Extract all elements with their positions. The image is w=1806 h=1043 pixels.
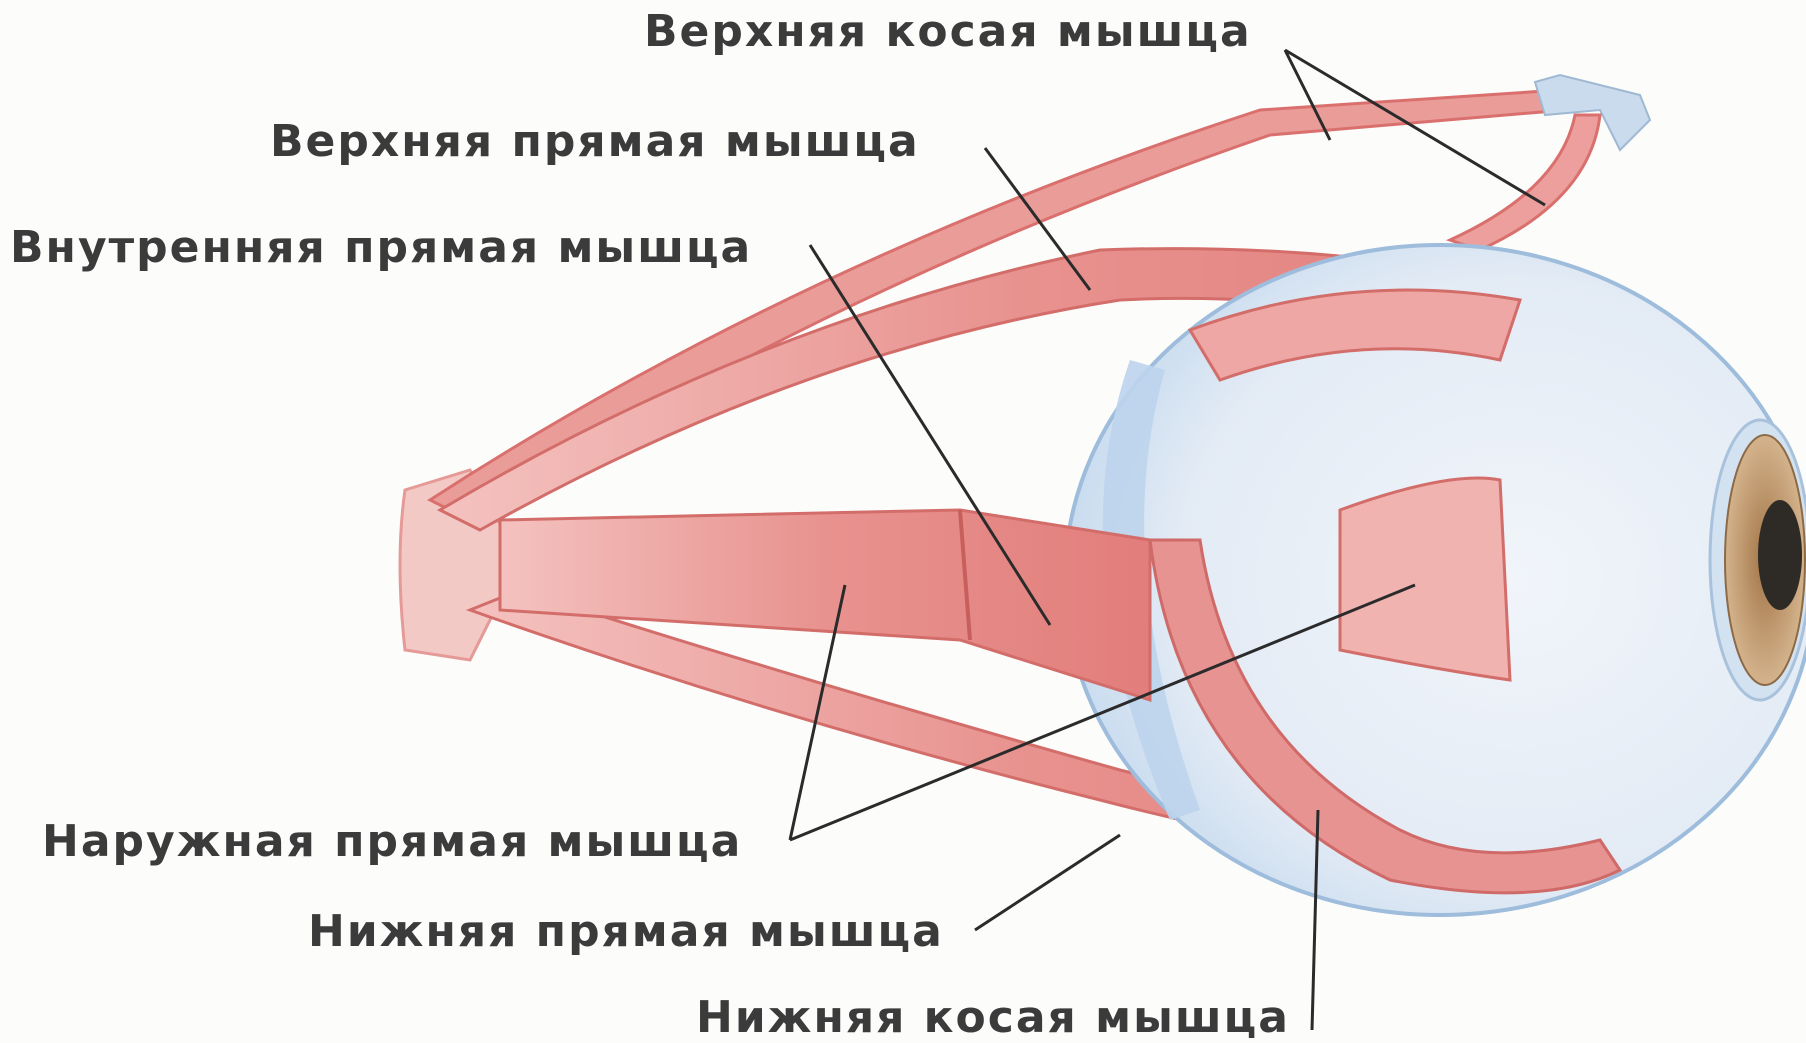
leader-inferior-rectus: [975, 835, 1120, 930]
lateral-rectus-insertion: [1340, 478, 1510, 680]
superior-oblique-tendon: [1450, 115, 1600, 250]
leader-superior-oblique: [1285, 50, 1545, 205]
label-superior-rectus: Верхняя прямая мышца: [270, 120, 920, 164]
label-lateral-rectus: Наружная прямая мышца: [42, 820, 742, 864]
label-inferior-oblique: Нижняя косая мышца: [696, 996, 1290, 1040]
pupil: [1758, 500, 1802, 610]
label-inferior-rectus: Нижняя прямая мышца: [308, 910, 944, 954]
label-medial-rectus: Внутренняя прямая мышца: [10, 226, 752, 270]
label-superior-oblique: Верхняя косая мышца: [644, 10, 1252, 54]
